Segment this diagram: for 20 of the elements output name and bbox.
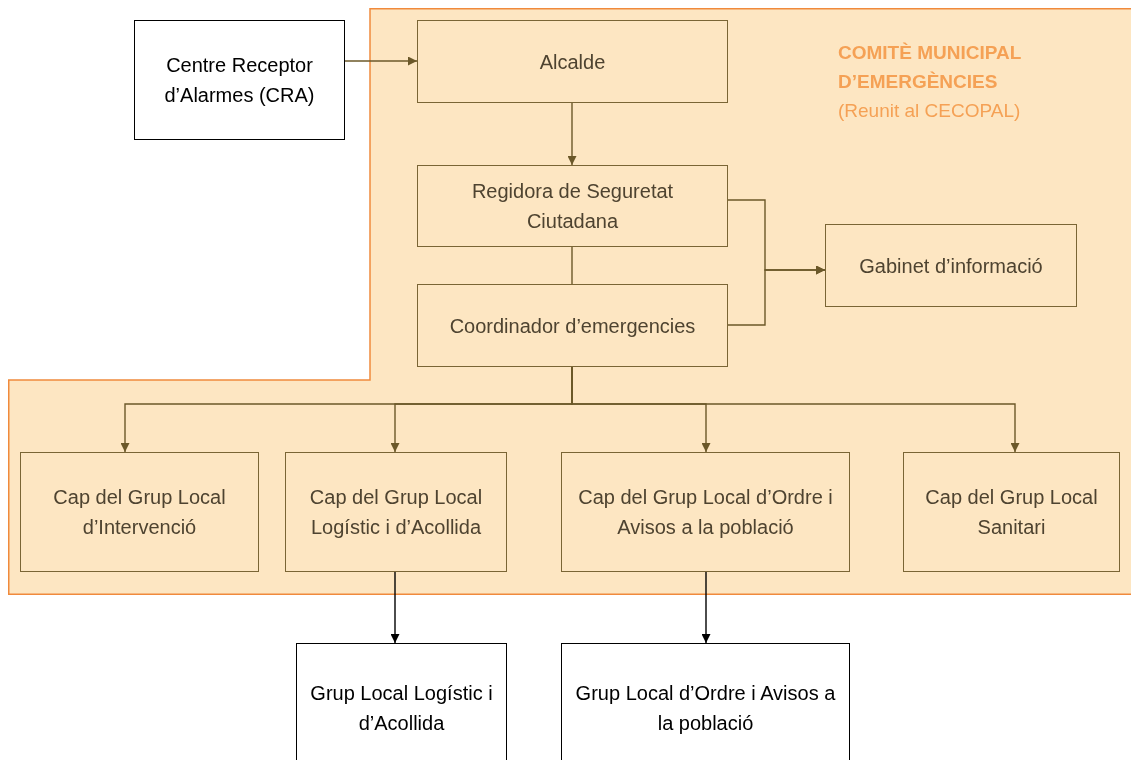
role-box: Cap del Grup Local Sanitari — [903, 452, 1120, 572]
committee-region — [8, 8, 1131, 595]
role-box: Cap del Grup Local d’Intervenció — [20, 452, 259, 572]
connector-line — [571, 246, 573, 285]
unit-box: Grup Local Logístic i d’Acollida — [296, 643, 507, 760]
role-box: Cap del Grup Local Logístic i d’Acollida — [285, 452, 507, 572]
arrow — [727, 265, 826, 326]
committee-subheading: (Reunit al CECOPAL) — [838, 99, 1022, 123]
arrow — [701, 571, 711, 644]
role-box: Coordinador d’emergencies — [417, 284, 728, 367]
unit-box: Grup Local d’Ordre i Avisos a la població — [561, 643, 850, 760]
arrow — [390, 571, 400, 644]
unit-box: Centre Receptor d’Alarmes (CRA) — [134, 20, 345, 140]
role-box: Cap del Grup Local d’Ordre i Avisos a la població — [561, 452, 850, 572]
arrow — [567, 102, 577, 166]
arrow — [344, 56, 418, 66]
committee-heading: COMITÈ MUNICIPAL D’EMERGÈNCIES — [838, 41, 1022, 94]
role-box: Alcalde — [417, 20, 728, 103]
role-box: Gabinet d’informació — [825, 224, 1077, 307]
role-box: Regidora de Seguretat Ciutadana — [417, 165, 728, 247]
